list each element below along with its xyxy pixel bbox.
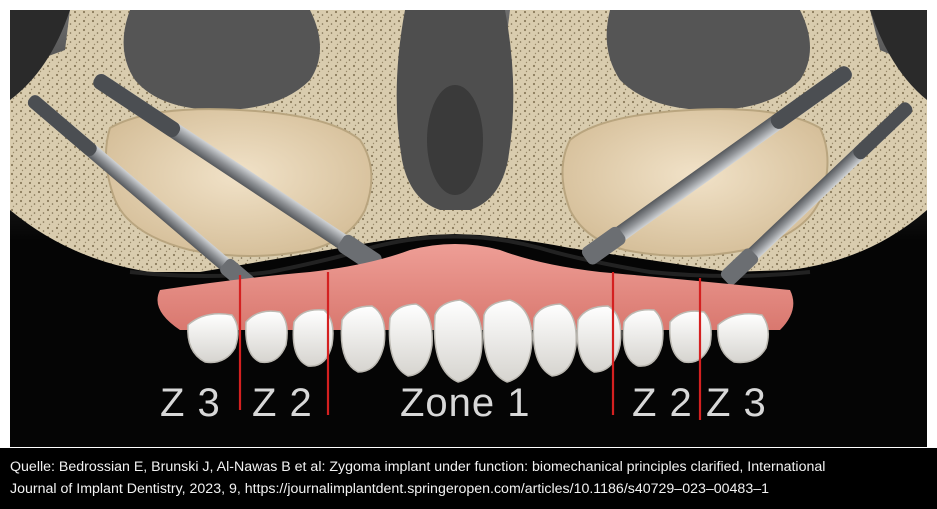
zone-label-z2-left: Z 2 xyxy=(252,381,313,425)
tooth xyxy=(670,311,711,362)
zone-label-z3-left: Z 3 xyxy=(160,381,221,425)
tooth xyxy=(389,304,432,376)
tooth xyxy=(341,306,384,372)
zone-label-z3-right: Z 3 xyxy=(706,381,767,425)
tooth xyxy=(718,314,768,363)
nasal-septum xyxy=(427,85,483,195)
zone-label-zone1: Zone 1 xyxy=(400,381,531,425)
source-caption: Quelle: Bedrossian E, Brunski J, Al-Nawa… xyxy=(0,448,937,509)
tooth xyxy=(577,306,620,372)
tooth xyxy=(623,310,663,366)
zygoma-implant-illustration: Z 3 Z 2 Zone 1 Z 2 Z 3 xyxy=(10,10,927,447)
tooth xyxy=(483,300,532,382)
zone-label-z2-right: Z 2 xyxy=(632,381,693,425)
tooth xyxy=(434,300,482,382)
tooth xyxy=(188,314,238,363)
tooth xyxy=(246,311,287,362)
caption-line-2: Journal of Implant Dentistry, 2023, 9, h… xyxy=(10,478,937,500)
tooth xyxy=(533,304,576,376)
caption-line-1: Quelle: Bedrossian E, Brunski J, Al-Nawa… xyxy=(10,456,937,478)
